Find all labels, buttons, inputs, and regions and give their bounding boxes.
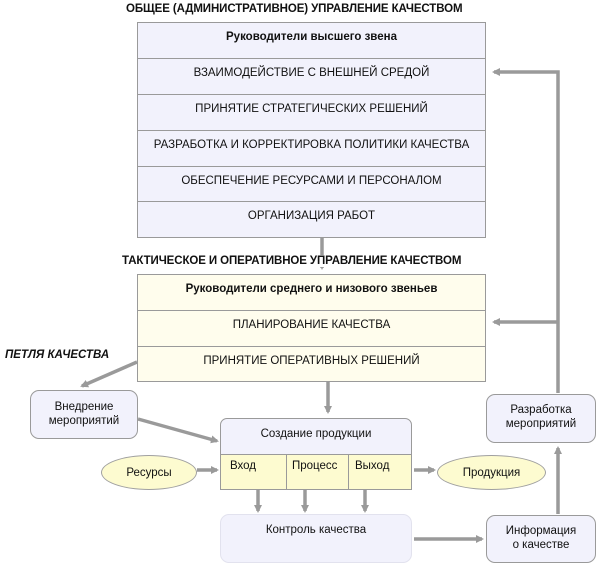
tactical-item: ПЛАНИРОВАНИЕ КАЧЕСТВА [138, 311, 485, 347]
arrow-tactical-to-implementation [80, 360, 138, 388]
production-node: Создание продукции [220, 418, 412, 455]
implementation-line: Внедрение [54, 401, 114, 413]
io-process: Процесс [287, 455, 349, 489]
admin-item: ОРГАНИЗАЦИЯ РАБОТ [247, 210, 376, 223]
admin-heading: ОБЩЕЕ (АДМИНИСТРАТИВНОЕ) УПРАВЛЕНИЕ КАЧЕ… [126, 3, 463, 15]
tactical-heading: ТАКТИЧЕСКОЕ И ОПЕРАТИВНОЕ УПРАВЛЕНИЕ КАЧ… [121, 255, 463, 267]
quality-info-line: Информация [505, 525, 577, 537]
quality-loop-label: ПЕТЛЯ КАЧЕСТВА [5, 349, 110, 361]
admin-item: ОБЕСПЕЧЕНИЕ РЕСУРСАМИ И ПЕРСОНАЛОМ [138, 167, 485, 203]
arrow-feedback-to-admin [492, 68, 560, 393]
admin-management-block: Руководители высшего звена ВЗАИМОДЕЙСТВИ… [137, 22, 486, 238]
admin-item: РАЗРАБОТКА И КОРРЕКТИРОВКА ПОЛИТИКИ КАЧЕ… [138, 131, 485, 167]
implementation-node: Внедрение мероприятий [30, 390, 138, 439]
implementation-line: мероприятий [48, 415, 120, 427]
tactical-block-title: Руководители среднего и низового звеньев [138, 275, 485, 311]
quality-info-node: Информация о качестве [486, 515, 596, 563]
resources-node: Ресурсы [101, 455, 197, 490]
measures-development-node: Разработка мероприятий [486, 394, 596, 443]
tactical-management-block: Руководители среднего и низового звеньев… [137, 274, 486, 382]
io-row: Вход Процесс Выход [220, 454, 412, 490]
tactical-item: ПРИНЯТИЕ ОПЕРАТИВНЫХ РЕШЕНИЙ [203, 354, 420, 367]
arrow-implementation-to-production [137, 417, 219, 444]
measures-line: Разработка [510, 404, 572, 416]
admin-item: ВЗАИМОДЕЙСТВИЕ С ВНЕШНЕЙ СРЕДОЙ [138, 59, 485, 95]
admin-block-title: Руководители высшего звена [138, 23, 485, 59]
io-input: Вход [221, 455, 287, 489]
product-node: Продукция [437, 455, 546, 490]
quality-control-node: Контроль качества [220, 514, 412, 563]
quality-info-line: о качестве [512, 539, 570, 551]
io-output: Выход [355, 460, 390, 472]
measures-line: мероприятий [505, 418, 577, 430]
admin-item: ПРИНЯТИЕ СТРАТЕГИЧЕСКИХ РЕШЕНИЙ [138, 95, 485, 131]
